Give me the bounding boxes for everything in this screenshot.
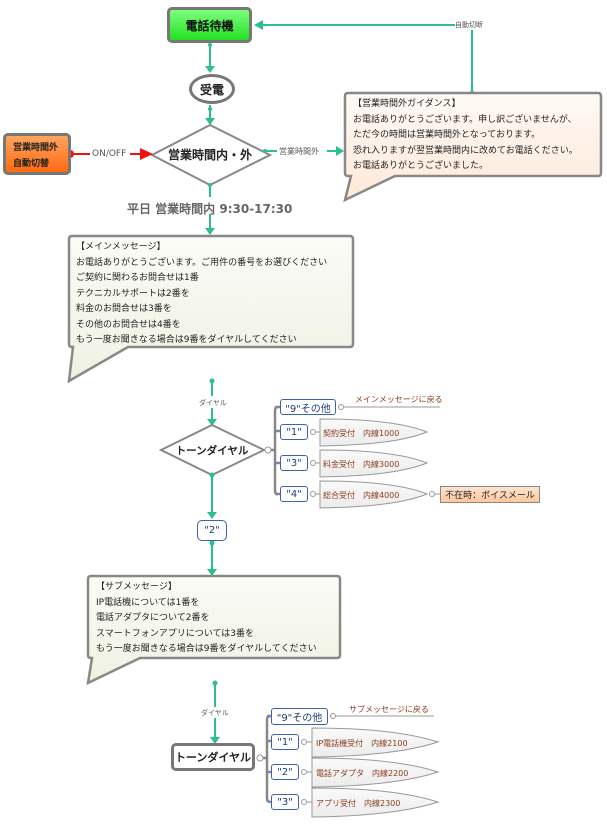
hours-switch-diamond[interactable] — [149, 123, 273, 187]
main-key-1[interactable]: "1" — [280, 424, 308, 440]
main-dest-1[interactable]: 契約受付 内線1000 — [323, 429, 400, 438]
offhours-line: ただ今の時間は営業時間外となっております。 — [353, 130, 541, 140]
key-2-node[interactable]: "2" — [197, 520, 227, 541]
incoming-call-node[interactable]: 受電 — [189, 74, 235, 104]
key-label: "1" — [286, 426, 302, 438]
sub-menu-bracket — [256, 714, 272, 804]
auto-disconnect-label: 自動切断 — [455, 20, 483, 30]
key-2-label: "2" — [204, 525, 220, 536]
key-label: "2" — [277, 766, 293, 778]
edge-standby-incoming — [205, 43, 215, 73]
main-message-line: お電話ありがとうございます。ご用件の番号をお選びください — [76, 257, 328, 268]
offhours-line: 恐れ入りますが翌営業時間内に改めてお電話ください。 — [353, 145, 578, 156]
edge-dial-2 — [210, 680, 220, 744]
key-label: "9"その他 — [276, 713, 323, 724]
dial-edge-label-1: ダイヤル — [199, 398, 227, 408]
key-label: "1" — [277, 736, 293, 748]
sub-key-9-other[interactable]: "9"その他 — [271, 708, 328, 725]
main-return-label: メインメッセージに戻る — [355, 395, 443, 404]
edge-incoming-hours — [205, 105, 215, 125]
main-key-4[interactable]: "4" — [280, 486, 308, 502]
business-hours-label: 平日 営業時間内 9:30-17:30 — [127, 202, 293, 216]
main-message-line: テクニカルサポートは2番を — [76, 288, 190, 299]
main-key-9-other[interactable]: "9"その他 — [280, 399, 336, 415]
off-hours-edge-label: 営業時間外 — [279, 146, 319, 157]
key-label: "3" — [286, 457, 302, 469]
edge-off-hours — [263, 146, 344, 156]
sub-message-line: 【サブメッセージ】 — [96, 582, 177, 592]
offhours-line: 【営業時間外ガイダンス】 — [353, 99, 461, 109]
edge-dial-1 — [207, 378, 217, 426]
main-key-3[interactable]: "3" — [280, 455, 308, 471]
voicemail-node[interactable]: 不在時：ボイスメール — [440, 486, 540, 503]
sub-dest-3[interactable]: アプリ受付 内線2300 — [316, 799, 401, 808]
offhours-guidance-text: 【営業時間外ガイダンス】 お電話ありがとうございます。申し訳ございませんが、 た… — [353, 97, 578, 175]
offhours-line: お電話ありがとうございました。 — [353, 161, 489, 171]
tone-dial-diamond[interactable] — [158, 423, 267, 477]
main-message-bubble-shape — [67, 234, 355, 384]
main-message-line: その他のお問合せは4番を — [76, 319, 181, 330]
edge-hours-main — [205, 183, 215, 235]
sub-key-2[interactable]: "2" — [271, 764, 299, 780]
offhours-bubble-shape — [343, 91, 603, 203]
main-message-text: 【メインメッセージ】 お電話ありがとうございます。ご用件の番号をお選びください … — [76, 240, 327, 349]
sub-dest-1[interactable]: IP電話機受付 内線2100 — [316, 739, 408, 748]
auto-switch-node[interactable]: 営業時間外 自動切替 — [3, 133, 71, 175]
offhours-line: お電話ありがとうございます。申し訳ございませんが、 — [353, 114, 577, 125]
sub-message-line: スマートフォンアプリについては3番を — [96, 628, 255, 639]
key-label: "3" — [277, 796, 293, 808]
main-dest-4[interactable]: 総合受付 内線4000 — [323, 491, 400, 500]
on-off-label: ON/OFF — [92, 149, 127, 159]
key-label: "4" — [286, 488, 302, 500]
main-message-line: ご契約に関わるお問合せは1番 — [76, 273, 199, 283]
edge-tone-key2 — [207, 472, 217, 576]
edge-auto-disconnect — [254, 20, 475, 96]
main-message-line: 料金のお問合せは3番を — [76, 304, 172, 314]
auto-switch-line-1: 営業時間外 — [13, 143, 59, 153]
main-message-line: もう一度お聞きなる場合は9番をダイヤルしてください — [76, 335, 297, 345]
sub-message-text: 【サブメッセージ】 IP電話機については1番を 電話アダプタについて2番を スマ… — [96, 580, 317, 658]
main-menu-bracket — [264, 405, 280, 496]
tone-dial-label-1: トーンダイヤル — [175, 445, 249, 457]
tone-dial-node-2[interactable]: トーンダイヤル — [171, 743, 255, 771]
sub-message-line: 電話アダプタについて2番を — [96, 613, 210, 623]
standby-label: 電話待機 — [185, 18, 234, 33]
tone-dial-label-2: トーンダイヤル — [174, 751, 252, 764]
hours-switch-label: 営業時間内・外 — [167, 148, 252, 162]
key-label: "9"その他 — [285, 403, 331, 415]
sub-dest-2[interactable]: 電話アダプタ 内線2200 — [316, 769, 409, 778]
sub-message-bubble-shape — [86, 574, 342, 686]
sub-key-3[interactable]: "3" — [271, 794, 299, 810]
voicemail-label: 不在時：ボイスメール — [445, 491, 535, 501]
dial-edge-label-2: ダイヤル — [201, 708, 229, 718]
standby-node[interactable]: 電話待機 — [167, 7, 252, 43]
incoming-label: 受電 — [199, 82, 224, 97]
sub-message-line: もう一度お聞きなる場合は9番をダイヤルしてください — [96, 644, 317, 654]
auto-switch-line-2: 自動切替 — [13, 159, 50, 169]
main-message-line: 【メインメッセージ】 — [76, 242, 166, 252]
sub-message-line: IP電話機については1番を — [96, 597, 200, 608]
main-dest-3[interactable]: 料金受付 内線3000 — [323, 460, 400, 469]
sub-return-label: サブメッセージに戻る — [349, 705, 429, 714]
sub-menu-leaves — [301, 713, 440, 818]
main-menu-leaves — [310, 404, 440, 509]
sub-key-1[interactable]: "1" — [271, 734, 299, 750]
